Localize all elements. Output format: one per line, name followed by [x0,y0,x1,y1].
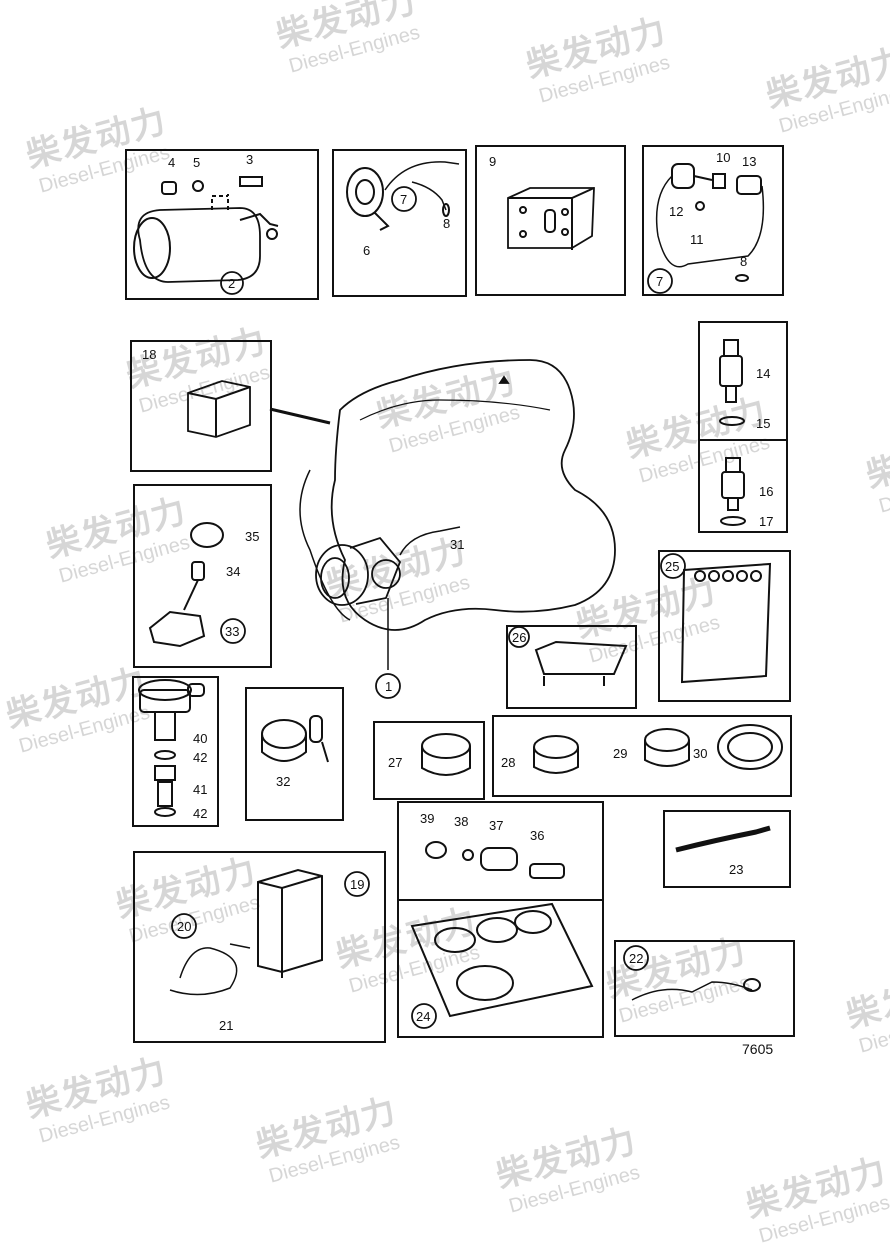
part-label: 8 [443,216,450,231]
part-label: 19 [350,877,364,892]
part-label: 8 [740,254,747,269]
part-label: 13 [742,154,756,169]
part-label: 29 [613,746,627,761]
part-label: 36 [530,828,544,843]
part-label: 7 [400,192,407,207]
panel-23 [663,810,791,888]
part-label: 9 [489,154,496,169]
panel-25 [658,550,791,702]
panel-indicators [397,801,604,1038]
part-label: 16 [759,484,773,499]
part-label: 12 [669,204,683,219]
part-label: 10 [716,150,730,165]
part-label: 32 [276,774,290,789]
part-label: 24 [416,1009,430,1024]
part-label: 30 [693,746,707,761]
panel-starter-motor [125,149,319,300]
part-label: 1 [385,679,392,694]
part-label: 39 [420,811,434,826]
part-label: 28 [501,755,515,770]
callout-circles [508,553,686,648]
panel-27 [373,721,485,800]
part-label: 34 [226,564,240,579]
panel-gauges [492,715,792,797]
part-label: 2 [228,276,235,291]
part-label: 40 [193,731,207,746]
panel-26 [506,625,637,709]
panel-horn [332,149,467,297]
panel-bracket [475,145,626,296]
panel-18 [130,340,331,472]
part-label: 14 [756,366,770,381]
part-label: 33 [225,624,239,639]
drawing-code: 7605 [742,1041,774,1057]
part-labels: 4 5 3 2 6 7 8 9 10 13 12 11 7 8 18 14 15… [142,150,773,1033]
part-label: 15 [756,416,770,431]
part-label: 35 [245,529,259,544]
part-label: 41 [193,782,207,797]
part-label: 20 [177,919,191,934]
part-label: 4 [168,155,175,170]
part-label: 7 [656,274,663,289]
panel-temp-sender [698,321,788,533]
part-label: 18 [142,347,156,362]
callout-circle [220,271,244,295]
part-label: 42 [193,806,207,821]
part-label: 11 [690,232,704,247]
part-label: 38 [454,814,468,829]
engine-outline [299,359,616,699]
part-label: 6 [363,243,370,258]
part-label: 27 [388,755,402,770]
part-label: 37 [489,818,503,833]
part-label: 42 [193,750,207,765]
panel-harness [133,851,386,1043]
panel-filter-head [132,676,219,827]
part-label: 17 [759,514,773,529]
part-label: 23 [729,862,743,877]
part-label: 22 [629,951,643,966]
panel-oil-filler [133,484,272,668]
part-label: 21 [219,1018,233,1033]
panel-ignition-switch [245,687,344,821]
part-label: 25 [665,559,679,574]
part-label: 26 [512,630,526,645]
part-label: 3 [246,152,253,167]
panel-22 [614,940,795,1037]
panel-oil-sender [642,145,784,296]
part-label: 31 [450,537,464,552]
part-label: 5 [193,155,200,170]
